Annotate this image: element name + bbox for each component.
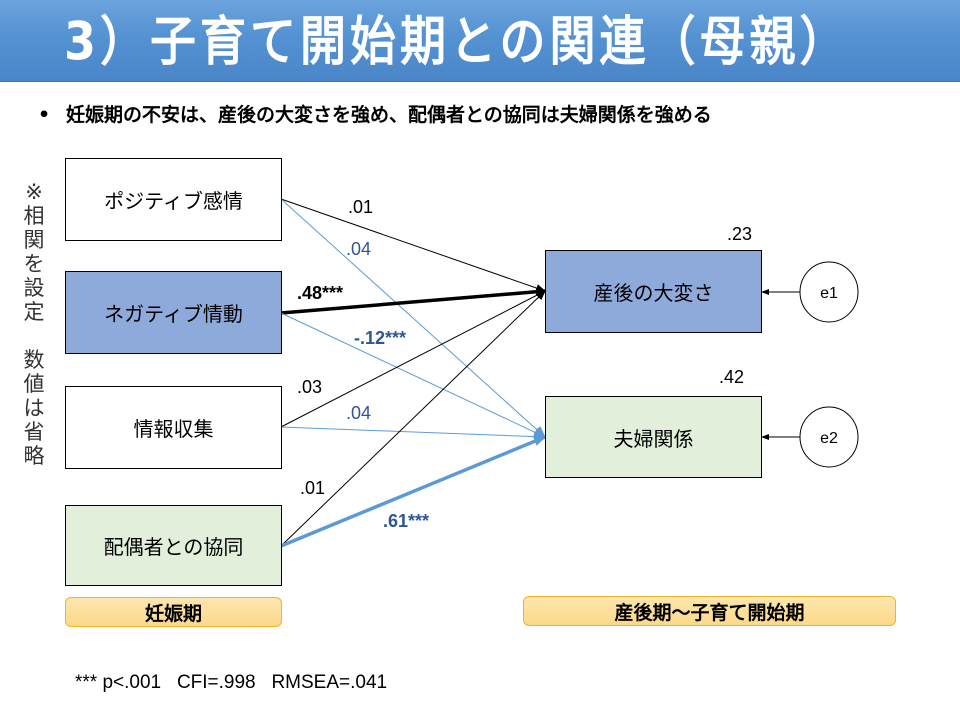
outcome-label: 夫婦関係	[613, 426, 694, 451]
outcome-box-marital: 夫婦関係	[545, 396, 762, 478]
path-coefficient: .01	[348, 197, 373, 217]
path-arrow-negative-to-marital	[280, 312, 546, 438]
title-bar: 3）子育て開始期との関連（母親）	[0, 0, 960, 82]
period-label-pregnancy: 妊娠期	[65, 597, 282, 627]
side-note-char: 設	[23, 276, 45, 300]
side-note-char: 省	[23, 420, 45, 444]
path-coefficient: .48***	[297, 283, 343, 303]
r-squared-burden: .23	[727, 224, 752, 244]
error-term-label: e1	[820, 285, 838, 302]
side-note-char: 略	[23, 444, 45, 468]
side-note-char: を	[23, 252, 45, 276]
predictor-label: ネガティブ情動	[104, 302, 243, 326]
error-term-e2	[799, 406, 859, 468]
side-note-char: は	[23, 396, 45, 420]
error-term-label: e2	[820, 430, 838, 447]
side-note-char: 相	[23, 204, 45, 228]
r-squared-marital: .42	[719, 367, 744, 387]
predictor-label: ポジティブ感情	[104, 189, 243, 213]
side-note-char: 関	[23, 228, 45, 252]
path-arrow-positive-to-marital	[280, 198, 546, 438]
fit-indices-footnote: *** p<.001 CFI=.998 RMSEA=.041	[75, 672, 388, 693]
path-coefficient: .61***	[383, 511, 429, 531]
outcome-label: 産後の大変さ	[593, 281, 714, 305]
path-arrow-positive-to-burden	[280, 198, 546, 292]
predictor-box-coop: 配偶者との協同	[65, 505, 282, 586]
period-label-postpartum: 産後期～子育て開始期	[523, 596, 896, 626]
predictor-box-negative: ネガティブ情動	[65, 271, 282, 354]
path-arrow-coop-to-burden	[280, 290, 546, 547]
summary-bullet: • 妊娠期の不安は、産後の大変さを強め、配偶者との協同は夫婦関係を強める	[38, 100, 712, 127]
path-arrow-negative-to-burden	[280, 287, 546, 315]
side-note-char: ※	[25, 180, 43, 204]
path-arrow-coop-to-marital	[280, 435, 546, 548]
predictor-box-positive: ポジティブ感情	[65, 158, 282, 241]
summary-text: 妊娠期の不安は、産後の大変さを強め、配偶者との協同は夫婦関係を強める	[66, 104, 712, 126]
path-coefficient: .04	[346, 403, 371, 423]
side-note-char: 数	[23, 348, 45, 372]
bullet-icon: •	[38, 104, 51, 126]
path-arrow-info-to-marital	[280, 426, 546, 442]
side-note-char: 値	[23, 372, 45, 396]
path-coefficient: -.12***	[354, 328, 406, 348]
path-coefficient: .03	[297, 377, 322, 397]
side-note: ※ 相 関 を 設 定 数 値 は 省 略	[22, 180, 46, 468]
path-arrow-info-to-burden	[280, 290, 546, 428]
predictor-label: 配偶者との協同	[103, 535, 244, 559]
error-term-e1	[799, 261, 859, 323]
slide-title: 3）子育て開始期との関連（母親）	[64, 9, 850, 73]
side-note-char: 定	[23, 300, 45, 324]
path-coefficient: .04	[346, 239, 371, 259]
period-label-text: 産後期～子育て開始期	[614, 601, 805, 624]
path-coefficient: .01	[300, 478, 325, 498]
predictor-label: 情報収集	[133, 417, 214, 441]
period-label-text: 妊娠期	[144, 602, 202, 625]
outcome-box-burden: 産後の大変さ	[545, 250, 762, 333]
predictor-box-info: 情報収集	[65, 386, 282, 469]
